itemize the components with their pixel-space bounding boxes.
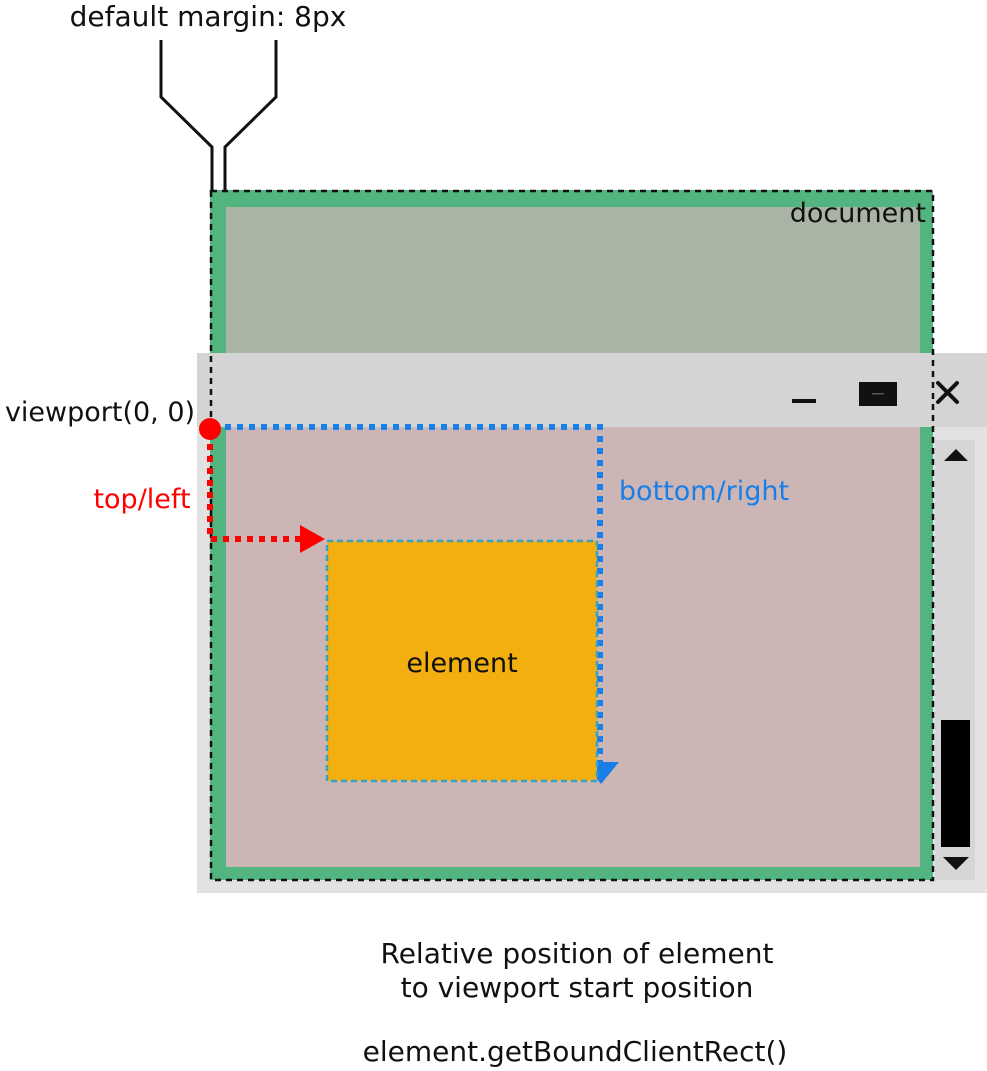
top-left-label: top/left (93, 484, 190, 515)
maximize-icon[interactable] (859, 382, 897, 406)
scrollbar-thumb[interactable] (941, 720, 970, 847)
method-label: element.getBoundClientRect() (363, 1035, 788, 1068)
viewport-origin-point (199, 418, 221, 440)
document-body (226, 207, 920, 367)
margin-label: default margin: 8px (70, 0, 347, 33)
bottom-right-path (213, 424, 603, 765)
document-label: document (790, 198, 926, 229)
margin-bracket (159, 40, 278, 230)
caption-line-1: Relative position of element (381, 937, 774, 970)
top-left-arrowhead (300, 525, 325, 553)
scroll-down-arrow-icon[interactable] (943, 857, 969, 870)
viewport-origin-label: viewport(0, 0) (5, 397, 195, 428)
element-box (325, 539, 599, 783)
bottom-right-label: bottom/right (619, 476, 789, 507)
caption-line-2: to viewport start position (401, 971, 754, 1004)
document-outline (209, 189, 935, 882)
element-label: element (406, 648, 517, 679)
scroll-up-arrow-icon[interactable] (944, 449, 968, 461)
top-left-path (207, 432, 302, 542)
window-titlebar (197, 353, 987, 427)
close-icon[interactable] (936, 381, 959, 404)
minimize-icon[interactable] (792, 399, 816, 403)
